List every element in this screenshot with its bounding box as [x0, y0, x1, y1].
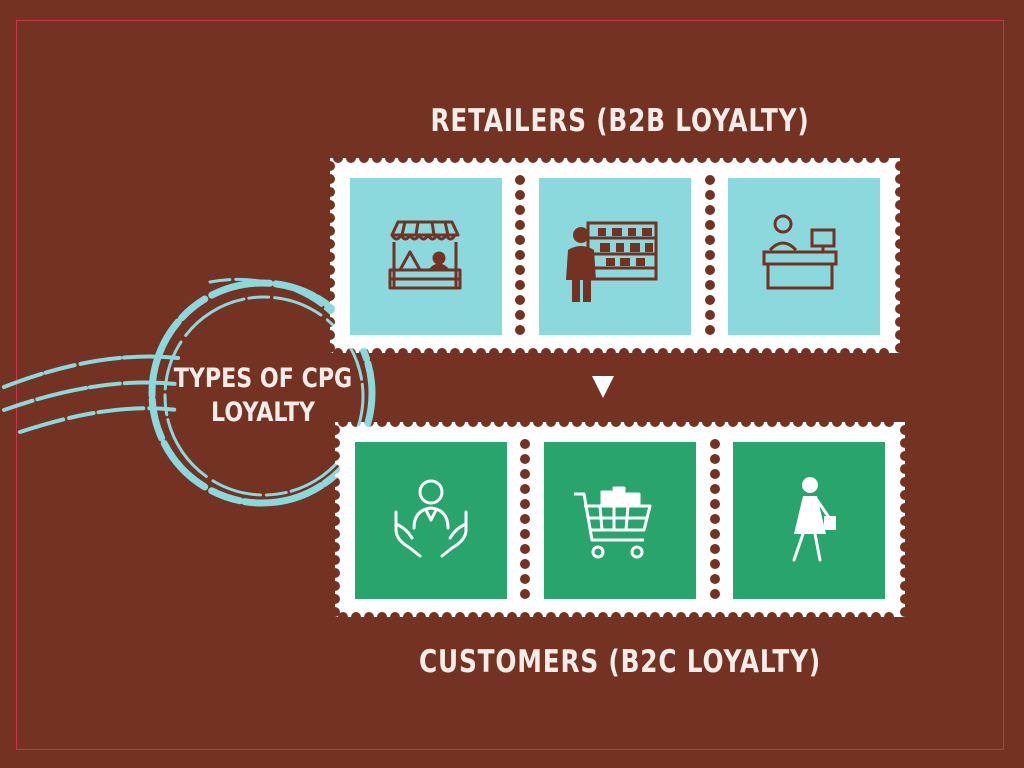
retailer-panel-checkout — [728, 178, 880, 335]
shopper-woman-icon — [792, 477, 836, 562]
retailer-stamp-strip — [330, 158, 900, 353]
badge-line-2: LOYALTY — [211, 397, 315, 428]
cashier-counter-icon — [762, 214, 838, 290]
badge-line-1: TYPES OF CPG — [173, 363, 353, 394]
customer-panel-cart — [544, 442, 696, 599]
down-arrow-icon — [592, 376, 614, 398]
retailer-panel-market — [350, 178, 502, 335]
shopkeeper-shelves-icon — [566, 221, 658, 302]
center-badge: TYPES OF CPG LOYALTY — [169, 362, 358, 430]
retailers-heading: RETAILERS (B2B LOYALTY) — [430, 103, 810, 139]
market-stall-icon — [388, 220, 462, 290]
customer-care-hands-icon — [394, 479, 468, 558]
shopping-cart-icon — [574, 486, 652, 559]
retailer-panel-shop — [539, 178, 691, 335]
customers-heading: CUSTOMERS (B2C LOYALTY) — [419, 644, 821, 680]
